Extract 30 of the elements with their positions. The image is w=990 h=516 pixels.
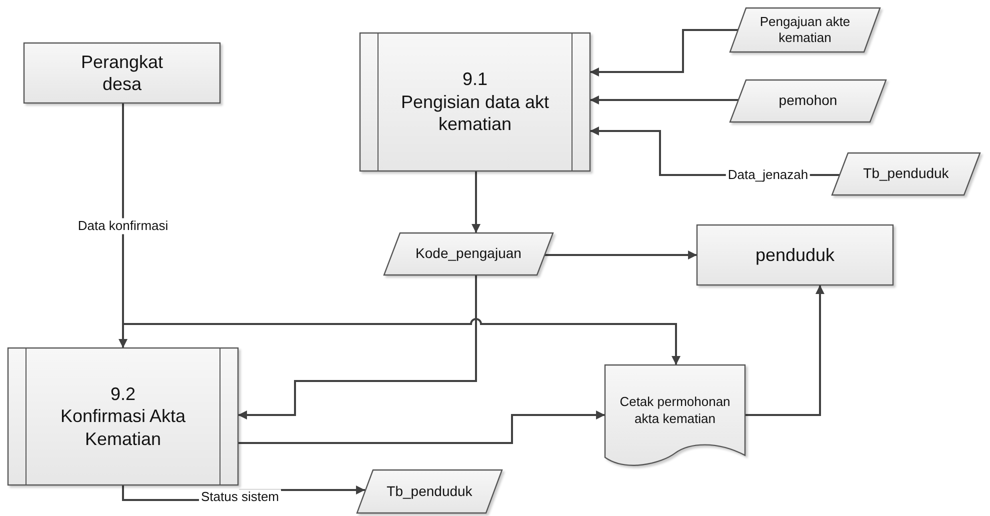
data-parallelogram: [384, 233, 553, 275]
entity-box: [697, 225, 893, 285]
process-number: 9.2: [110, 382, 136, 406]
node-label: Kode_pengajuan: [416, 245, 522, 263]
data-parallelogram: [730, 80, 886, 122]
arrow: [238, 275, 477, 420]
process-box: [360, 33, 590, 171]
data-parallelogram: [832, 153, 980, 195]
node-label: Tb_penduduk: [863, 165, 949, 183]
node-label: Cetak permohonan akta kematian: [618, 394, 732, 427]
node-label: Tb_penduduk: [386, 482, 472, 500]
process-number: 9.1: [462, 68, 488, 91]
node-label: penduduk: [755, 244, 835, 266]
arrow: [472, 171, 481, 234]
edge-label: Data_jenazah: [726, 167, 810, 183]
node-label: Konfirmasi Akta Kematian: [59, 405, 187, 450]
edge-label: Data konfirmasi: [76, 218, 170, 234]
data-parallelogram: [730, 8, 880, 52]
node-label: Pengisian data akt kematian: [400, 90, 550, 136]
arrow: [238, 410, 606, 444]
arrow: [745, 284, 824, 416]
data-parallelogram: [357, 470, 502, 513]
arrow: [590, 29, 738, 77]
arrow: [545, 250, 698, 260]
process-box: [8, 348, 238, 485]
entity-box: [24, 43, 220, 103]
node-label: Pengajuan akte kematian: [758, 14, 852, 46]
node-label: pemohon: [778, 92, 838, 110]
node-label: Perangkat desa: [80, 50, 164, 96]
arrow: [590, 96, 738, 105]
